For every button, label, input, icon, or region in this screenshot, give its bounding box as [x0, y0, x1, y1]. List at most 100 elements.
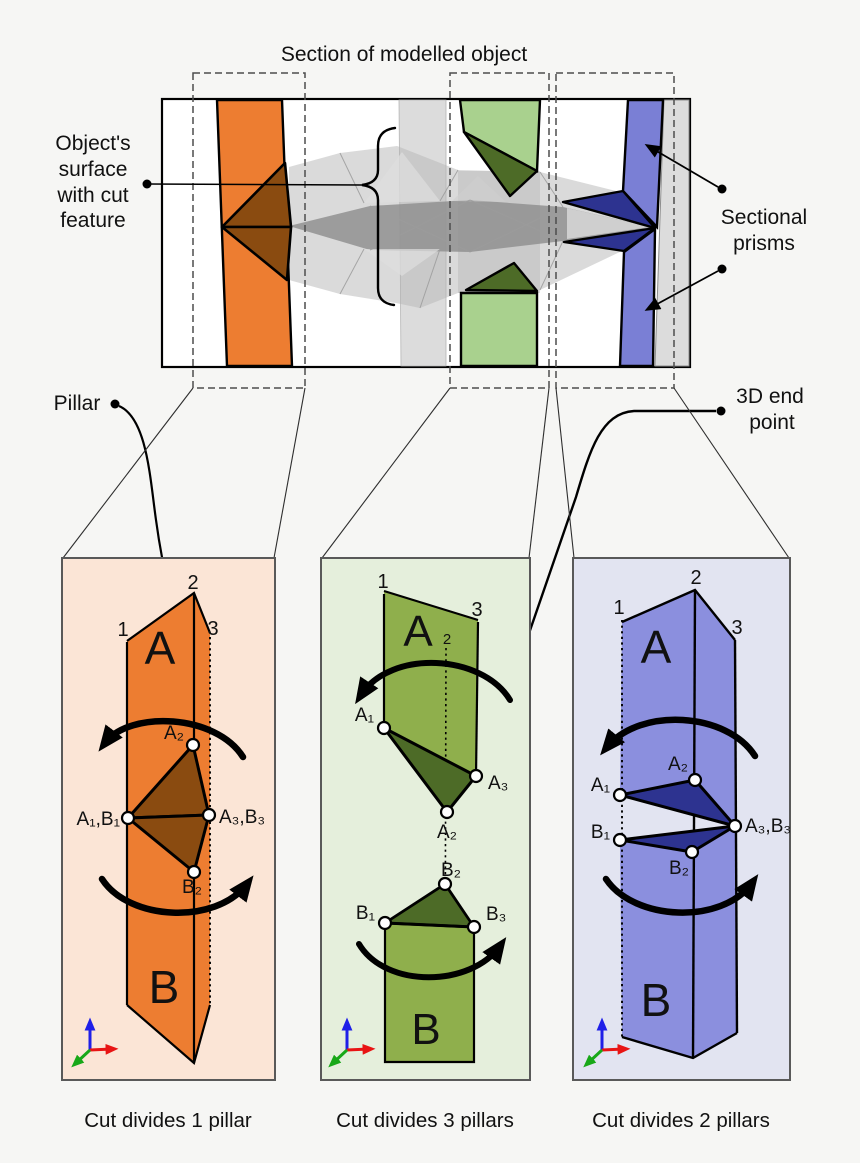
point-label-b2: B₂	[669, 858, 689, 879]
end-point-marker	[120, 810, 136, 826]
end-point-marker	[466, 919, 482, 935]
edge-label-2: 2	[187, 572, 198, 594]
right-gray-band	[654, 99, 690, 367]
leader-dot	[717, 264, 727, 274]
end-point-marker	[376, 720, 392, 736]
point-label-a3b3: A₃,B₃	[219, 807, 265, 828]
leader-dot	[717, 184, 727, 194]
point-label-a3b3: A₃,B₃	[745, 816, 791, 837]
point-label-b3: B₃	[486, 904, 506, 925]
annotation-pillar: Pillar	[54, 392, 174, 598]
end-point-marker	[186, 864, 202, 880]
leader-arrow-lower	[644, 270, 719, 311]
pillar-edge-3	[733, 639, 739, 1034]
axes-icon	[328, 1017, 376, 1068]
orange-cut-prism-lower	[220, 225, 293, 282]
annotation-sectional-prisms: Sectional prisms	[644, 144, 807, 311]
part-b-label: B	[149, 961, 180, 1013]
rotation-arrow-b	[602, 874, 759, 916]
modelled-object-section	[160, 72, 692, 389]
leader-arrow-upper	[644, 144, 719, 188]
pillar-label: Pillar	[54, 392, 101, 415]
mesh-wedge	[567, 208, 650, 239]
orange-pillar-3d	[215, 98, 294, 368]
blue-cut-prism-lower	[562, 226, 657, 253]
cut-triangle-b	[618, 824, 737, 854]
edge-label-2: 2	[690, 567, 701, 589]
figure-title: Section of modelled object	[281, 43, 527, 66]
annotation-end-point: 3D end point	[483, 385, 804, 762]
point-label-a2: A₂	[164, 723, 184, 744]
point-label-a2: A₂	[437, 822, 457, 843]
annotation-object-surface: Object's surface with cut feature	[55, 132, 363, 232]
rotation-arrow-a	[600, 716, 759, 760]
point-label-a3: A₃	[488, 773, 508, 794]
leader-dot	[110, 399, 120, 409]
object-surface-label-line1: Object's	[55, 132, 130, 155]
point-label-b2: B₂	[182, 877, 202, 898]
object-surface-label-line3: with cut	[56, 184, 128, 207]
pillar-face-b	[620, 826, 737, 1058]
rotation-arrow-a	[355, 659, 513, 705]
caption-cut-1-pillar: Cut divides 1 pillar	[84, 1109, 252, 1132]
mesh-facet-lines	[339, 152, 564, 309]
end-point-marker	[437, 876, 453, 892]
blue-pillar-3d	[561, 98, 665, 368]
end-point-marker	[439, 804, 455, 820]
end-point-label-line1: 3D end	[736, 385, 804, 408]
object-surface-label-line2: surface	[59, 158, 128, 181]
end-point-marker	[727, 818, 743, 834]
edge-label-3: 3	[731, 617, 742, 639]
cut-triangle-a	[382, 726, 478, 814]
pillar-face-a	[384, 591, 478, 776]
leader-dot	[716, 406, 726, 416]
green-pillar-bottom	[459, 291, 539, 368]
edge-label-3: 3	[471, 599, 482, 621]
object-surface-mesh	[289, 146, 655, 309]
cut-triangle-a	[618, 778, 737, 828]
pillar-edge-2-hidden	[444, 647, 447, 1024]
caption-cut-3-pillars: Cut divides 3 pillars	[336, 1109, 514, 1132]
panel-cut-1-pillar: 1 2 3 A B A₂ A₁,B₁ A₃,B₃ B₂	[61, 557, 276, 1081]
dashed-box-orange	[192, 72, 306, 389]
point-label-a2: A₂	[668, 754, 688, 775]
end-point-marker	[377, 915, 393, 931]
pillar-face-a	[620, 590, 735, 826]
axes-icon	[71, 1017, 119, 1068]
panel-cut-3-pillars: 1 2 3 A A₁ A₃ A₂ B₁ B₂ B₃ B	[320, 557, 531, 1081]
point-label-b1: B₁	[356, 903, 375, 924]
pillar-edge-2	[691, 589, 697, 1059]
dashed-box-green	[449, 72, 550, 389]
green-cut-prism-upper	[462, 130, 539, 198]
end-point-marker	[468, 768, 484, 784]
edge-label-3: 3	[207, 618, 218, 640]
end-point-marker	[201, 807, 217, 823]
end-point-marker	[612, 787, 628, 803]
end-point-marker	[612, 832, 628, 848]
edge-label-2: 2	[443, 631, 451, 648]
point-label-a1: A₁	[355, 705, 374, 726]
green-pillar-3d	[458, 98, 542, 368]
sectional-prisms-label-line2: prisms	[733, 232, 795, 255]
point-label-b2: B₂	[441, 860, 461, 881]
dashed-box-blue	[555, 72, 675, 389]
part-b-label: B	[411, 1005, 440, 1054]
part-b-label: B	[641, 974, 672, 1026]
point-label-b1: B₁	[591, 822, 610, 843]
sectional-prisms-label-line1: Sectional	[721, 206, 807, 229]
part-a-label: A	[641, 621, 672, 673]
pillar-edge-3	[474, 621, 480, 777]
rotation-arrow-top	[98, 717, 247, 761]
part-a-label: A	[145, 622, 176, 674]
pillar-bottom-edges	[621, 1031, 738, 1060]
axes-icon	[583, 1017, 631, 1068]
blue-cut-prism-upper	[561, 189, 657, 230]
cut-front-edge-b	[384, 921, 475, 929]
green-cut-prism-lower	[464, 261, 539, 293]
edge-label-1: 1	[377, 571, 388, 593]
rotation-arrow-b	[356, 937, 507, 981]
end-point-marker	[687, 772, 703, 788]
blue-pillar-top	[621, 98, 665, 230]
